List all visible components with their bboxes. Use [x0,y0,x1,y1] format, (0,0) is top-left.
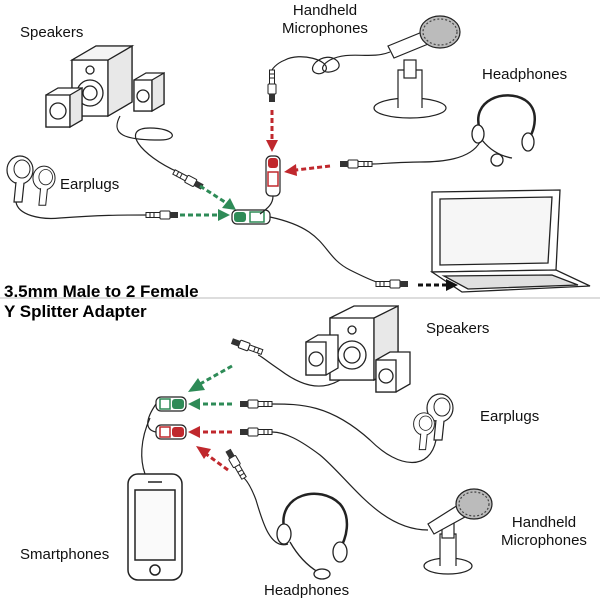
arrow-red-headphones-bottom [205,452,229,472]
headphones-bottom-illustration [276,492,349,580]
label-headphones-top: Headphones [482,66,568,83]
title-line1: 3.5mm Male to 2 Female [4,282,199,301]
label-headphones-bottom: Headphones [264,582,350,599]
label-earplugs-top: Earplugs [60,176,120,193]
earplugs-bottom-illustration [413,393,454,451]
splitter-green-bottom [155,396,187,412]
laptop-illustration [429,189,591,293]
earplugs-top-illustration [6,155,56,206]
label-handheld-mic-bottom-line2: Microphones [501,532,587,549]
label-smartphones: Smartphones [20,546,110,563]
splitter-red-top [265,155,281,197]
label-speakers-bottom: Speakers [426,320,490,337]
title-line2: Y Splitter Adapter [4,302,147,321]
arrow-green-speakers-top [199,184,229,206]
speakers-top-illustration [45,44,165,129]
smartphone-illustration [127,473,183,581]
label-handheld-mic-top-line1: Handheld [292,2,358,19]
label-speakers-top: Speakers [20,24,84,41]
microphone-top-illustration [373,15,461,119]
label-handheld-mic-bottom-line1: Handheld [511,514,577,531]
microphone-bottom-illustration [423,488,493,575]
arrow-green-speakers-bottom [199,364,233,386]
label-earplugs-bottom: Earplugs [480,408,540,425]
splitter-red-bottom [155,424,187,440]
headphones-top-illustration [471,94,536,167]
arrow-red-headphones-top [295,164,331,172]
speakers-bottom-illustration [305,304,411,393]
label-handheld-mic-top-line2: Microphones [282,20,368,37]
splitter-green-top [231,209,271,225]
